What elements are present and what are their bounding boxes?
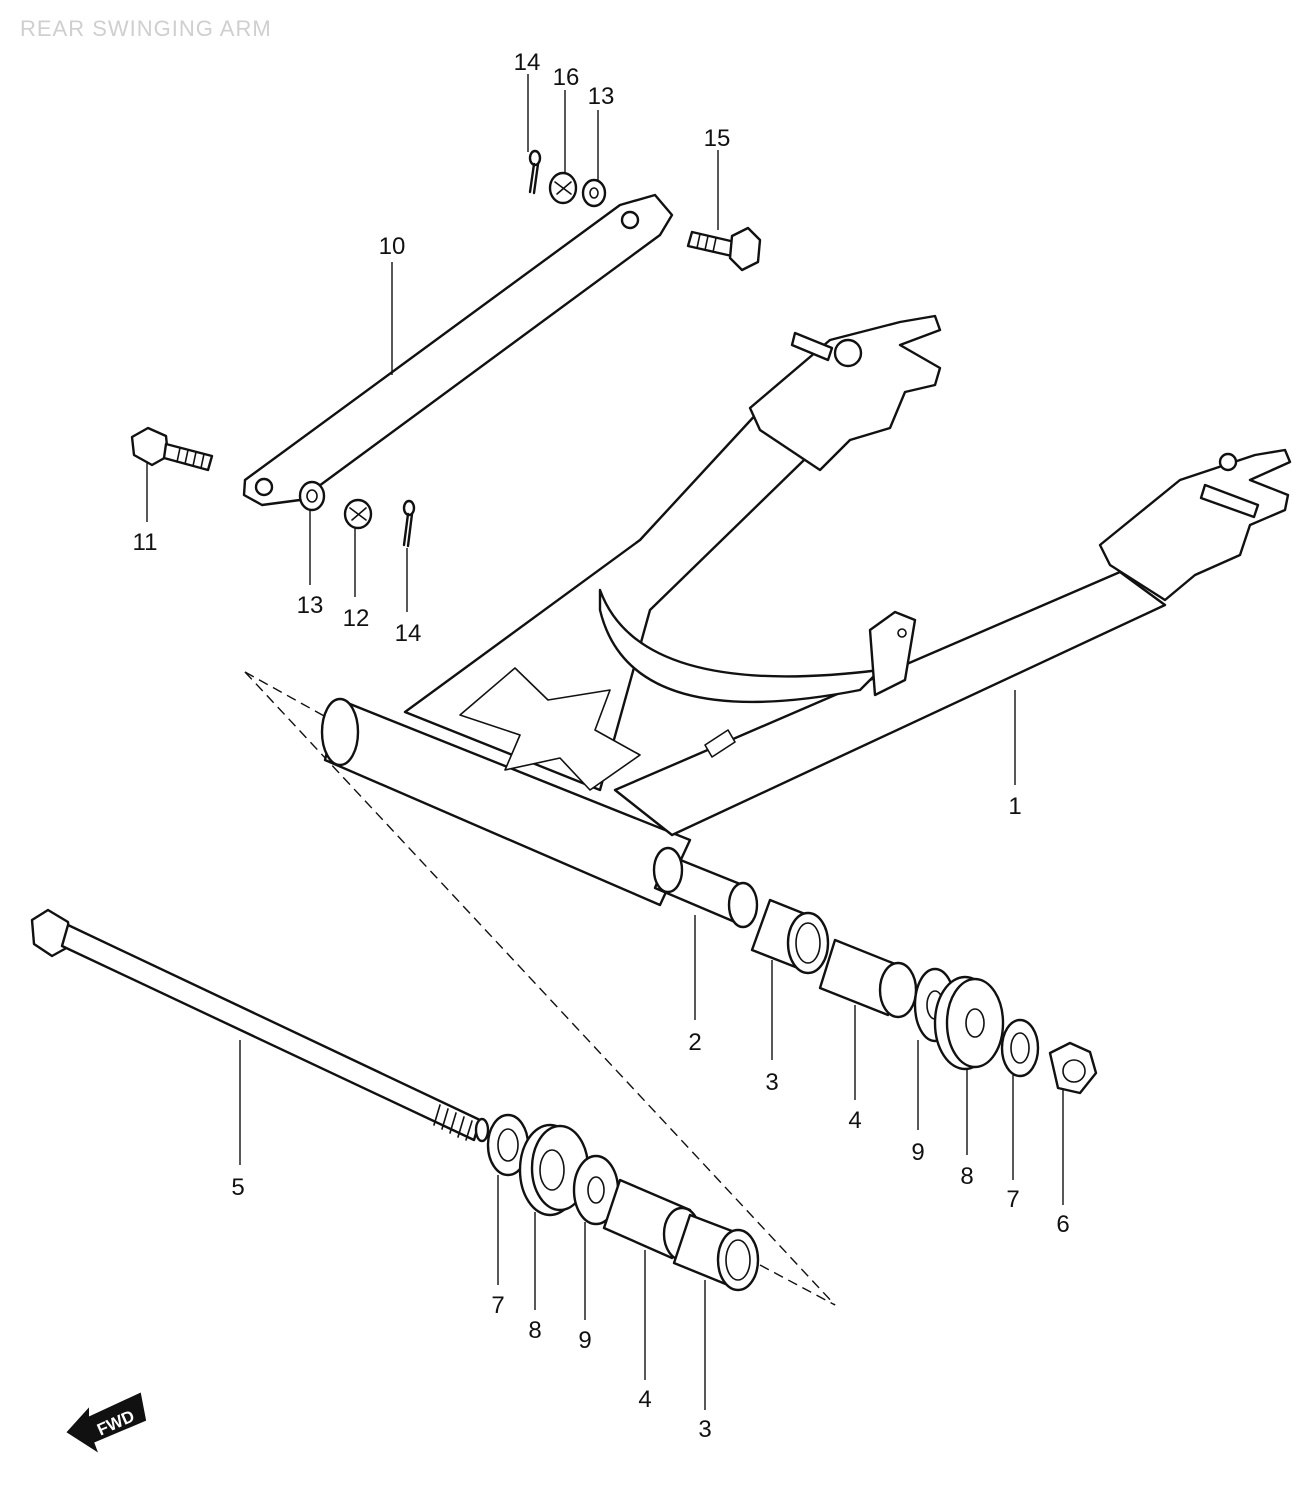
- callout-2: 2: [688, 1029, 701, 1056]
- spacer-upper: [818, 938, 918, 1019]
- bolt-upper: [686, 226, 762, 272]
- callout-13: 13: [297, 592, 324, 619]
- fwd-arrow: FWD: [66, 1392, 147, 1453]
- callout-12: 12: [343, 605, 370, 632]
- castle-nut: [343, 498, 373, 530]
- callout-6: 6: [1056, 1211, 1069, 1238]
- callout-8: 8: [960, 1163, 973, 1190]
- callout-14: 14: [514, 49, 541, 76]
- callout-14: 14: [395, 620, 422, 647]
- needle-bearing-upper: [750, 898, 830, 975]
- callout-1: 1: [1008, 793, 1021, 820]
- callout-4: 4: [848, 1107, 861, 1134]
- callout-11: 11: [133, 529, 158, 556]
- cotter-pin-lower: [402, 499, 416, 548]
- callout-7: 7: [1006, 1186, 1019, 1213]
- diagram-title: REAR SWINGING ARM: [20, 16, 272, 41]
- callout-10: 10: [379, 233, 406, 260]
- swing-arm: [320, 314, 1292, 907]
- castle-nut-upper: [548, 171, 578, 205]
- callout-7: 7: [491, 1292, 504, 1319]
- pivot-nut: [1048, 1041, 1098, 1095]
- needle-bearing-lower: [672, 1213, 760, 1292]
- pivot-shaft: [30, 908, 490, 1143]
- callout-labels: 1 2 3 4 9 8 7 6 5 7 8 9 4 3 10 11 13 12 …: [133, 49, 1070, 1443]
- dust-seal-upper: [933, 975, 1005, 1071]
- callout-3: 3: [765, 1069, 778, 1096]
- pivot-sleeve: [652, 846, 759, 929]
- bolt-left: [130, 426, 214, 472]
- callout-9: 9: [911, 1139, 924, 1166]
- callout-4: 4: [638, 1386, 651, 1413]
- washer-13-lower: [298, 480, 326, 512]
- callout-5: 5: [231, 1174, 244, 1201]
- callout-9: 9: [578, 1327, 591, 1354]
- washer-upper-7: [1000, 1018, 1040, 1078]
- callout-13: 13: [588, 83, 615, 110]
- torque-link: [242, 193, 674, 507]
- callout-15: 15: [704, 125, 731, 152]
- callout-8: 8: [528, 1317, 541, 1344]
- callout-3: 3: [698, 1416, 711, 1443]
- leader-lines: [146, 74, 1064, 1410]
- callout-16: 16: [553, 64, 580, 91]
- cotter-pin-upper: [528, 149, 542, 195]
- projection-lines: [244, 671, 836, 1306]
- washer-13-upper: [581, 178, 607, 208]
